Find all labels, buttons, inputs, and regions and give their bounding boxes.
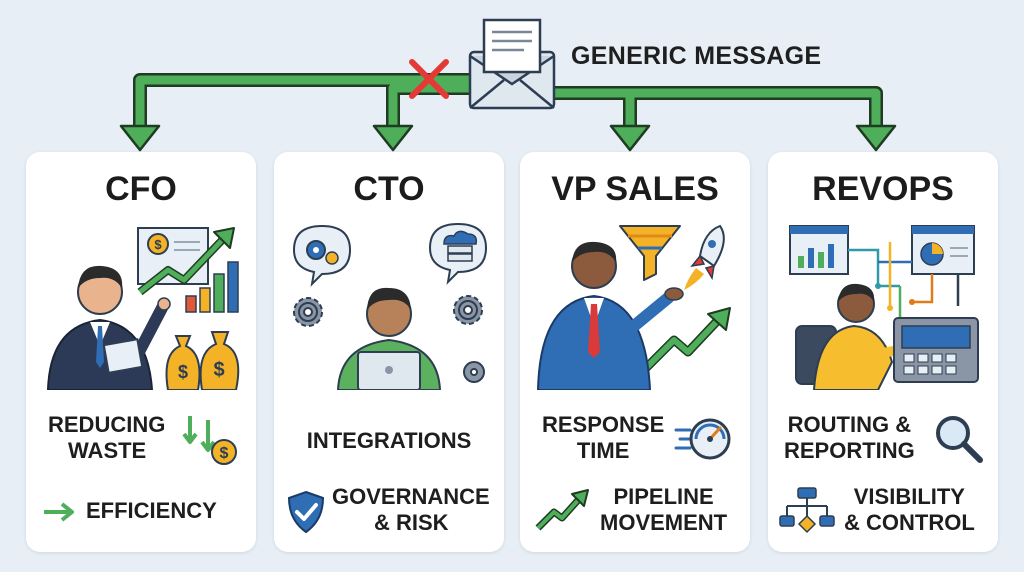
item-governance-risk: GOVERNANCE & RISK (332, 484, 490, 536)
svg-text:$: $ (154, 237, 162, 252)
generic-message-label: GENERIC MESSAGE (571, 42, 822, 70)
card-title: CTO (353, 170, 425, 208)
arrowhead-vp-sales (609, 124, 651, 152)
card-title: VP SALES (551, 170, 719, 208)
trend-up-icon (640, 307, 731, 374)
arrowhead-cfo (119, 124, 161, 152)
gears-bubble-icon (292, 224, 352, 287)
card-cto: CTO (274, 152, 504, 552)
cfo-illustration: $ $ $ (46, 227, 240, 390)
rocket-icon (684, 224, 725, 290)
dashboard-icon (789, 225, 975, 275)
svg-text:$: $ (178, 362, 188, 382)
item-line: MOVEMENT (600, 510, 728, 535)
card-title: REVOPS (812, 170, 954, 208)
right-arrow-icon (44, 502, 74, 522)
developer-laptop-icon (336, 287, 442, 390)
item-line: ROUTING & (787, 412, 912, 437)
arrowhead-cto (372, 124, 414, 152)
vp-sales-illustration (536, 224, 731, 390)
operator-console-icon (795, 283, 979, 390)
item-response-time: RESPONSE TIME (542, 412, 664, 464)
item-line: PIPELINE (613, 484, 714, 509)
item-line: REDUCING (48, 412, 166, 437)
envelope-icon (468, 18, 556, 110)
card-revops: REVOPS (768, 152, 998, 552)
salesman-icon (536, 241, 684, 390)
item-routing-reporting: ROUTING & REPORTING (784, 412, 915, 464)
coin-icon (147, 233, 169, 255)
routing-lines-icon (848, 242, 960, 318)
revops-illustration (789, 225, 979, 390)
svg-text:$: $ (213, 359, 224, 381)
speedometer-icon (674, 418, 731, 460)
item-line: INTEGRATIONS (306, 428, 472, 453)
trend-up-icon (535, 489, 589, 531)
item-line: WASTE (68, 438, 147, 463)
x-mark-icon (409, 59, 449, 99)
down-arrows-coin-icon: $ (182, 416, 237, 465)
money-bag-icon: $ $ (165, 331, 240, 390)
item-line: GOVERNANCE (332, 484, 490, 509)
cto-illustration (292, 222, 488, 390)
card-vp-sales: VP SALES (520, 152, 750, 552)
item-integrations: INTEGRATIONS (274, 428, 504, 454)
svg-text:$: $ (220, 445, 229, 462)
item-line: & RISK (374, 510, 449, 535)
item-line: VISIBILITY (853, 484, 965, 509)
item-line: EFFICIENCY (86, 498, 217, 523)
item-line: REPORTING (784, 438, 915, 463)
magnifier-icon (936, 416, 983, 463)
funnel-icon (619, 225, 681, 281)
cloud-server-icon (428, 222, 488, 285)
item-line: RESPONSE (542, 412, 665, 437)
businessman-icon (46, 265, 171, 390)
item-line: & CONTROL (844, 510, 975, 535)
item-efficiency: EFFICIENCY (86, 498, 217, 524)
item-line: TIME (576, 438, 630, 463)
shield-check-icon (287, 490, 325, 534)
arrowhead-revops (855, 124, 897, 152)
item-reducing-waste: REDUCING WASTE (48, 412, 165, 464)
flowchart-icon (779, 487, 835, 534)
item-pipeline-movement: PIPELINE MOVEMENT (600, 484, 727, 536)
card-title: CFO (105, 170, 177, 208)
card-cfo: CFO $ $ $ (26, 152, 256, 552)
gears-icon (293, 295, 485, 383)
item-visibility-control: VISIBILITY & CONTROL (844, 484, 975, 536)
